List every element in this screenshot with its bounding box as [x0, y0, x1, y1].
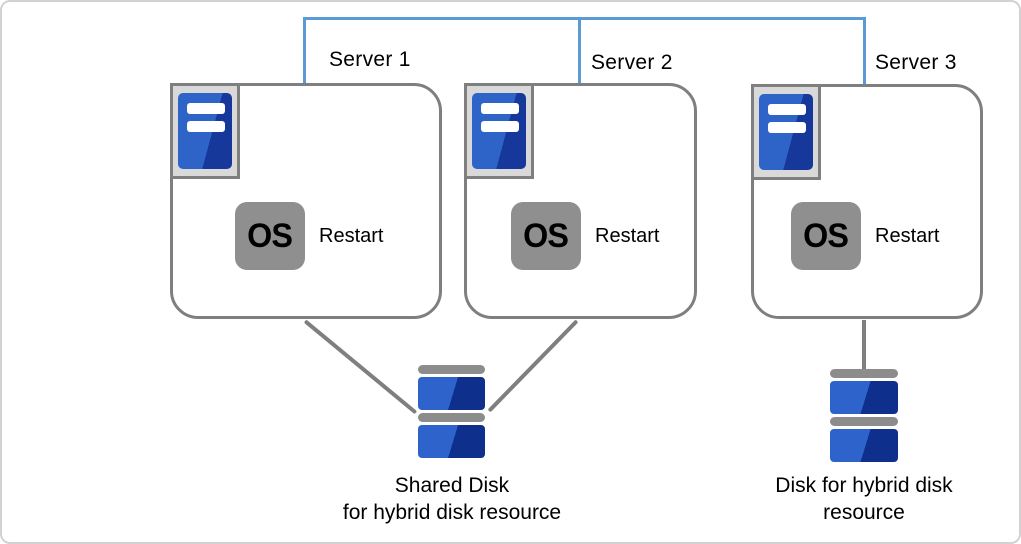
server-drive-bay-icon — [768, 122, 806, 133]
server2-box — [464, 83, 697, 319]
server3-label: Server 3 — [875, 51, 957, 74]
disk-cap — [418, 365, 485, 374]
server-icon — [751, 84, 821, 180]
server-drive-bay-icon — [481, 121, 519, 132]
server3-to-disk-line — [862, 320, 866, 370]
server3-box — [751, 84, 983, 319]
hybrid-disk-caption-line2: resource — [823, 501, 905, 524]
server-drive-bay-icon — [768, 104, 806, 115]
os-icon: OS — [791, 202, 861, 270]
shared-disk-caption-line2: for hybrid disk resource — [342, 501, 562, 524]
disk-platter — [830, 429, 898, 462]
server-tower-icon — [759, 94, 813, 170]
network-drop-server1 — [303, 17, 306, 83]
os-icon: OS — [511, 202, 581, 270]
server1-box — [170, 83, 442, 319]
network-line-horizontal — [303, 17, 866, 20]
shared-disk-caption: Shared Disk for hybrid disk resource — [322, 472, 582, 526]
disk-platter — [830, 381, 898, 414]
server1-label: Server 1 — [329, 48, 411, 71]
shared-disk-caption-line1: Shared Disk — [394, 474, 510, 497]
os-badge-text: OS — [247, 216, 294, 255]
server3-restart-label: Restart — [875, 224, 940, 247]
disk-cap — [830, 369, 898, 378]
hybrid-disk-caption-line1: Disk for hybrid disk — [775, 474, 953, 497]
server-drive-bay-icon — [187, 121, 225, 132]
hybrid-disk-caption: Disk for hybrid disk resource — [754, 472, 974, 526]
network-drop-server3 — [863, 17, 866, 85]
os-icon: OS — [235, 202, 305, 270]
server3-os-restart: OS Restart — [791, 202, 939, 270]
server-tower-icon — [178, 93, 232, 169]
disk-cap — [418, 413, 485, 422]
os-badge-text: OS — [803, 216, 850, 255]
server-icon — [464, 83, 534, 179]
server2-restart-label: Restart — [595, 224, 660, 247]
server-drive-bay-icon — [187, 103, 225, 114]
disk-platter — [418, 425, 485, 458]
server-tower-icon — [472, 93, 526, 169]
server1-os-restart: OS Restart — [235, 202, 383, 270]
os-badge-text: OS — [523, 216, 570, 255]
server2-to-shared-disk-line — [487, 319, 579, 413]
shared-disk-icon — [418, 365, 485, 459]
server2-os-restart: OS Restart — [511, 202, 659, 270]
server1-restart-label: Restart — [319, 224, 384, 247]
hybrid-disk-icon — [830, 369, 898, 463]
disk-platter — [418, 377, 485, 410]
server-icon — [170, 83, 240, 179]
server2-label: Server 2 — [591, 51, 673, 74]
network-drop-server2 — [578, 17, 581, 84]
disk-cap — [830, 417, 898, 426]
server-drive-bay-icon — [481, 103, 519, 114]
server1-to-shared-disk-line — [303, 319, 418, 415]
